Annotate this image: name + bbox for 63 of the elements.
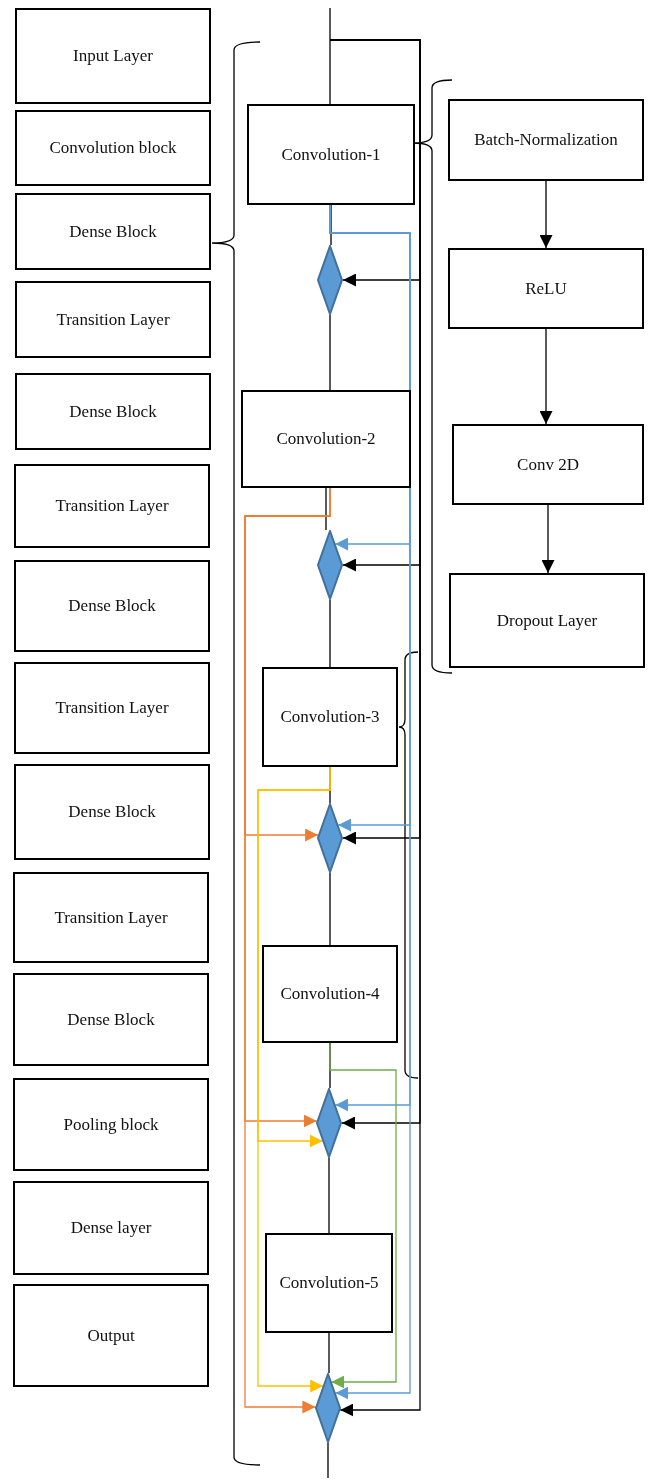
layer-label: Dense Block — [69, 220, 157, 243]
layer-box — [15, 373, 211, 450]
arrow — [244, 487, 331, 1414]
layer-box — [15, 110, 211, 186]
layer-label: Output — [87, 1324, 135, 1347]
layer-label: Conv 2D — [517, 453, 579, 476]
layer-label: Convolution-1 — [281, 143, 381, 166]
layer-box — [15, 193, 211, 270]
layer-label: Convolution-3 — [280, 706, 380, 729]
connector-line — [330, 204, 332, 246]
connector-line — [325, 487, 327, 531]
layer-label: Transition Layer — [56, 308, 170, 331]
layer-box — [452, 424, 644, 505]
arrow — [539, 328, 553, 425]
connector-line — [328, 1157, 330, 1234]
layer-label: Dropout Layer — [496, 609, 598, 632]
layer-box — [14, 560, 210, 652]
layer-label: Transition Layer — [54, 906, 168, 929]
arrow — [329, 204, 411, 1400]
arrow — [541, 504, 555, 574]
layer-label: Transition Layer — [55, 495, 169, 518]
layer-box — [241, 390, 411, 488]
connector-line — [327, 1442, 329, 1479]
layer-label: Convolution-4 — [280, 983, 380, 1006]
layer-label: Dense Block — [67, 1008, 155, 1031]
layer-box — [448, 248, 644, 329]
layer-box — [15, 8, 211, 104]
layer-label: Input Layer — [73, 45, 153, 68]
arrow — [539, 180, 553, 249]
layer-box — [448, 99, 644, 181]
layer-label: ReLU — [525, 277, 567, 300]
layer-box — [247, 104, 415, 205]
layer-box — [13, 973, 209, 1066]
layer-box — [13, 1181, 209, 1275]
layer-box — [265, 1233, 393, 1333]
layer-label: Dense layer — [70, 1217, 152, 1240]
connector-line — [328, 1332, 330, 1374]
layer-box — [14, 764, 210, 860]
layer-box — [13, 1284, 209, 1387]
arrow — [329, 39, 421, 1417]
arrow — [257, 766, 331, 1393]
layer-label: Convolution block — [49, 137, 177, 160]
connector-line — [329, 872, 331, 946]
layer-box — [13, 1078, 209, 1171]
connector-line — [329, 7, 331, 105]
layer-label: Dense Block — [69, 400, 157, 423]
connector-line — [329, 314, 331, 391]
layer-box — [14, 464, 210, 548]
layer-label: Convolution-2 — [276, 428, 376, 451]
arrow — [329, 1042, 397, 1389]
layer-label: Batch-Normalization — [474, 129, 618, 152]
layer-box — [262, 667, 398, 767]
layer-box — [15, 281, 211, 358]
layer-label: Dense Block — [68, 595, 156, 618]
layer-box — [13, 872, 209, 963]
layer-label: Pooling block — [63, 1113, 159, 1136]
layer-box — [262, 945, 398, 1043]
connector-line — [329, 599, 331, 668]
layer-label: Dense Block — [68, 801, 156, 824]
layer-label: Transition Layer — [55, 697, 169, 720]
layer-box — [14, 662, 210, 754]
layer-label: Convolution-5 — [279, 1272, 379, 1295]
layer-box — [449, 573, 645, 668]
